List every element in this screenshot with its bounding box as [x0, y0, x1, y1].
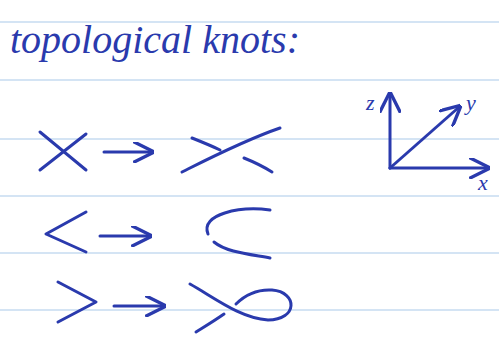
axis-label: z: [366, 92, 375, 114]
axis-label: x: [478, 172, 488, 194]
ruled-lines: [0, 22, 499, 310]
bend-sketch: [46, 209, 270, 258]
axis-label: y: [466, 92, 476, 114]
twist-sketch: [58, 282, 291, 332]
page-title: topological knots:: [10, 20, 300, 60]
crossing-sketch: [40, 128, 280, 172]
